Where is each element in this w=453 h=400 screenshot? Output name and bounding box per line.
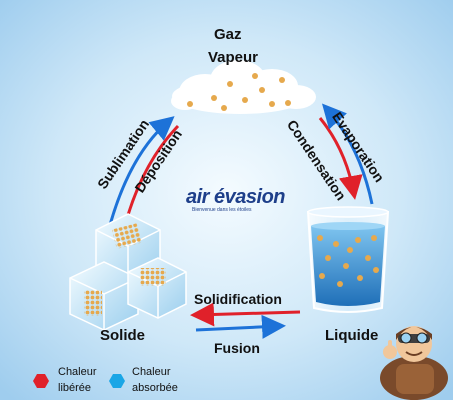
solidification-arrow xyxy=(190,302,301,327)
legend-released-label: Chaleur libérée xyxy=(58,366,97,394)
evaporation-arrow xyxy=(322,103,374,205)
solid-label: Solide xyxy=(100,327,146,344)
blue-hexagon-icon xyxy=(109,374,125,388)
logo-text: air évasion xyxy=(186,186,286,208)
liquid-label: Liquide xyxy=(325,327,379,344)
solidification-label: Solidification xyxy=(194,291,282,307)
water-glass-icon xyxy=(306,206,390,313)
pilot-mascot-icon xyxy=(380,326,448,400)
fusion-arrow xyxy=(195,314,286,339)
vapor-label: Vapeur xyxy=(208,49,259,66)
gas-title: Gaz xyxy=(214,26,242,43)
logo-tagline: Bienvenue dans les étoiles xyxy=(192,207,252,213)
red-hexagon-icon xyxy=(33,374,49,388)
cloud-icon xyxy=(171,60,316,114)
ice-cube-icon xyxy=(69,213,187,331)
legend-absorbed-label: Chaleur absorbée xyxy=(132,366,178,394)
fusion-label: Fusion xyxy=(214,340,260,356)
air-evasion-logo: air évasion Bienvenue dans les étoiles xyxy=(186,186,286,216)
